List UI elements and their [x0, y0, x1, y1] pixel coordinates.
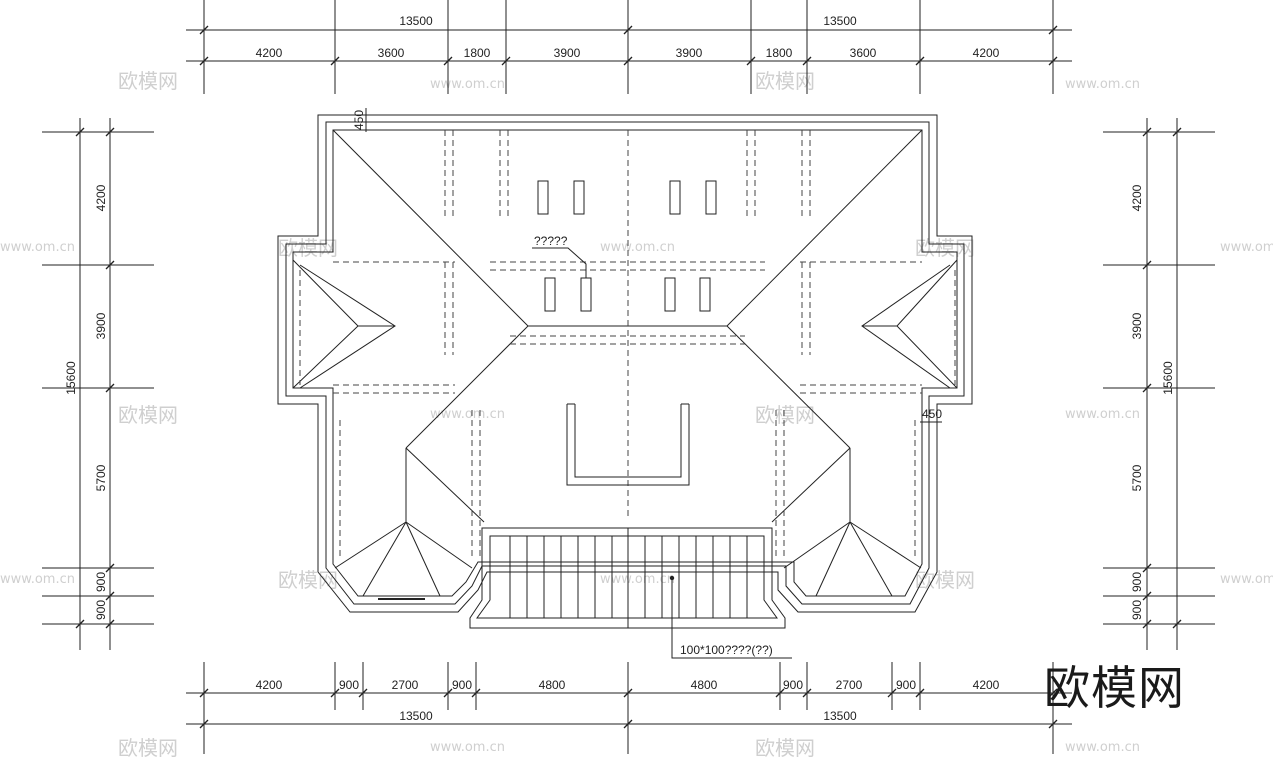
watermark-brand: 欧模网 [755, 69, 815, 93]
watermark-brand: 欧模网 [915, 236, 975, 260]
dim-left-seg: 3900 [94, 312, 108, 339]
watermark-brand: 欧模网 [278, 236, 338, 260]
dim-bottom-seg: 2700 [836, 678, 863, 692]
watermark-url: www.om.cn [0, 572, 75, 587]
annotations: 450 450 ????? 100*100????(??) [352, 108, 942, 659]
dim-right-seg: 4200 [1130, 184, 1144, 211]
watermark-url: www.om.cn [600, 572, 675, 587]
dim-bottom-seg: 4800 [691, 678, 718, 692]
bottom-dimensions: 4200 900 2700 900 4800 4800 900 2700 900… [186, 662, 1072, 754]
dim-bottom-seg: 4200 [973, 678, 1000, 692]
dim-top-overall-1: 13500 [399, 14, 433, 28]
watermark-layer: 欧模网 www.om.cn 欧模网 www.om.cn www.om.cn 欧模… [0, 69, 1273, 760]
roof-ridges [292, 129, 958, 597]
dim-top-seg: 1800 [766, 46, 793, 60]
watermark-url: www.om.cn [430, 407, 505, 422]
hidden-walls [299, 130, 956, 560]
dim-left-seg: 900 [94, 572, 108, 592]
watermark-url: www.om.cn [1220, 572, 1273, 587]
dim-bottom-overall-1: 13500 [399, 709, 433, 723]
dim-left-overall: 15600 [64, 361, 78, 395]
dim-top-seg: 3600 [850, 46, 877, 60]
dim-top-seg: 4200 [256, 46, 283, 60]
dim-bottom-seg: 2700 [392, 678, 419, 692]
watermark-url: www.om.cn [1220, 240, 1273, 255]
dim-top-seg: 3900 [676, 46, 703, 60]
watermark-url: www.om.cn [430, 77, 505, 92]
brand-logo: 欧模网 [1044, 661, 1185, 715]
dim-top-seg: 3900 [554, 46, 581, 60]
roof-openings [537, 180, 717, 486]
dim-top-overall-2: 13500 [823, 14, 857, 28]
right-dimensions: 4200 3900 5700 900 900 15600 [1103, 118, 1215, 650]
watermark-url: www.om.cn [1065, 740, 1140, 755]
watermark-brand: 欧模网 [118, 736, 178, 760]
dim-top-seg: 4200 [973, 46, 1000, 60]
dim-right-seg: 900 [1130, 600, 1144, 620]
dim-bottom-seg: 900 [896, 678, 916, 692]
dim-right-seg: 3900 [1130, 312, 1144, 339]
balcony-grille [469, 527, 786, 629]
watermark-url: www.om.cn [600, 240, 675, 255]
watermark-url: www.om.cn [1065, 77, 1140, 92]
dim-bottom-overall-2: 13500 [823, 709, 857, 723]
watermark-brand: 欧模网 [118, 403, 178, 427]
dim-right-seg: 5700 [1130, 464, 1144, 491]
dim-left-seg: 5700 [94, 464, 108, 491]
dim-bottom-seg: 4800 [539, 678, 566, 692]
watermark-brand: 欧模网 [755, 403, 815, 427]
watermark-url: www.om.cn [430, 740, 505, 755]
dim-bottom-seg: 900 [783, 678, 803, 692]
watermark-brand: 欧模网 [915, 568, 975, 592]
leader-label: 100*100????(??) [680, 643, 773, 657]
dim-bottom-seg: 4200 [256, 678, 283, 692]
dim-left-seg: 4200 [94, 184, 108, 211]
watermark-url: www.om.cn [1065, 407, 1140, 422]
eave-dim-top: 450 [352, 110, 366, 130]
dim-bottom-seg: 900 [452, 678, 472, 692]
eave-dim-right: 450 [922, 407, 942, 421]
dim-left-seg: 900 [94, 600, 108, 620]
dim-right-seg: 900 [1130, 572, 1144, 592]
top-dimensions: 13500 13500 4200 3600 1800 3900 3900 180… [186, 0, 1072, 94]
dim-right-overall: 15600 [1161, 361, 1175, 395]
watermark-brand: 欧模网 [118, 69, 178, 93]
watermark-brand: 欧模网 [755, 736, 815, 760]
left-dimensions: 4200 3900 5700 900 900 15600 [42, 118, 154, 650]
watermark-brand: 欧模网 [278, 568, 338, 592]
dim-bottom-seg: 900 [339, 678, 359, 692]
watermark-url: www.om.cn [0, 240, 75, 255]
dim-top-seg: 1800 [464, 46, 491, 60]
center-label: ????? [534, 234, 568, 248]
dim-top-seg: 3600 [378, 46, 405, 60]
